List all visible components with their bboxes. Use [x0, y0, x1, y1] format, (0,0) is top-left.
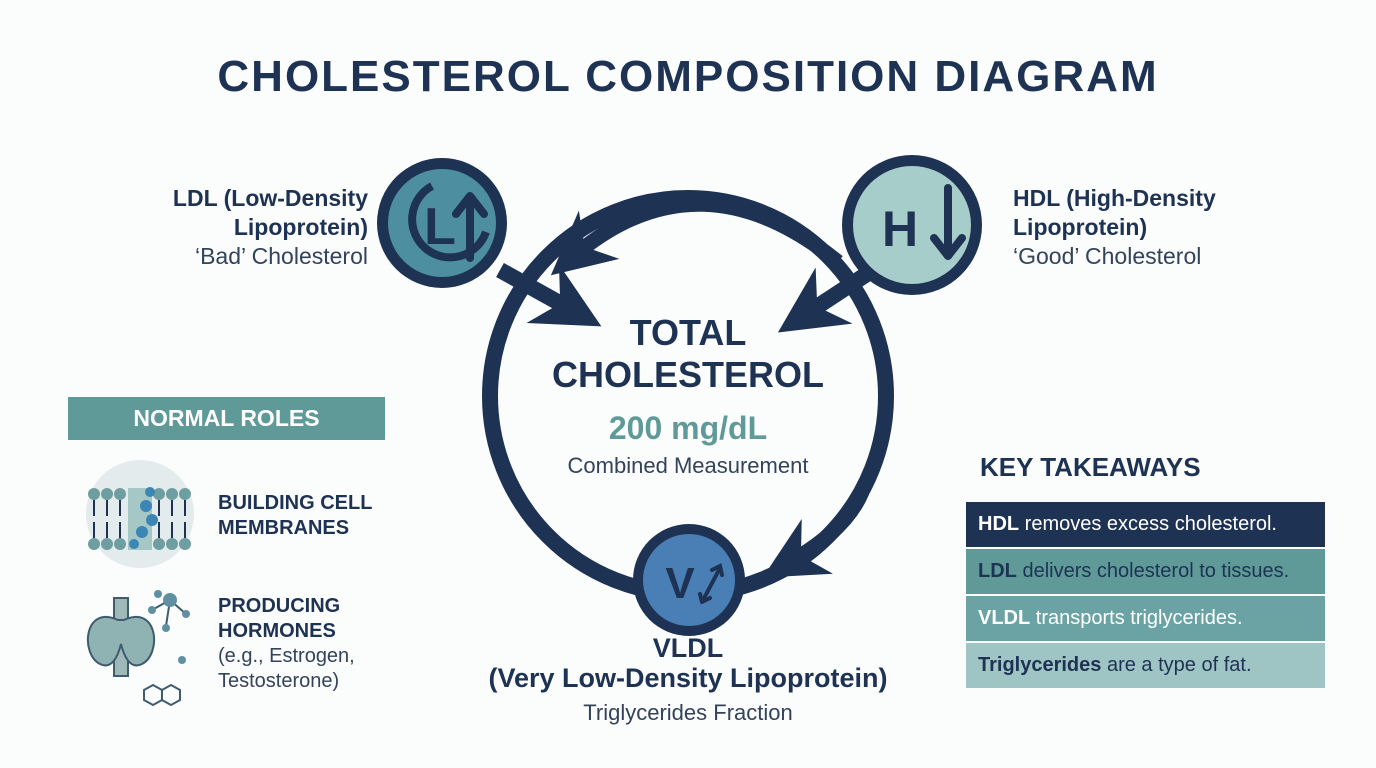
takeaway-text: removes excess cholesterol.	[1019, 513, 1277, 535]
role1-line1: BUILDING CELL	[218, 492, 373, 514]
vldl-name-line1: VLDL	[652, 633, 724, 663]
takeaway-text: are a type of fat.	[1101, 654, 1252, 676]
total-subtitle: Combined Measurement	[567, 453, 809, 478]
role1-line2: MEMBRANES	[218, 517, 350, 539]
arrow-to-vldl	[762, 488, 869, 578]
page-title: CHOLESTEROL COMPOSITION DIAGRAM	[217, 52, 1159, 101]
role2-detail2: Testosterone)	[218, 670, 340, 692]
hormone-gland-icon	[86, 590, 190, 707]
vldl-letter: V	[665, 559, 695, 608]
takeaway-row: LDL delivers cholesterol to tissues.	[966, 549, 1325, 594]
arrow-down-icon	[930, 184, 966, 260]
total-line2: CHOLESTEROL	[551, 354, 824, 395]
normal-roles-header: NORMAL ROLES	[68, 397, 385, 440]
takeaway-row: VLDL transports triglycerides.	[966, 596, 1325, 641]
ldl-letter: L	[424, 198, 456, 256]
total-cholesterol-label: TOTAL CHOLESTEROL 200 mg/dL Combined Mea…	[488, 312, 888, 479]
takeaway-row: HDL removes excess cholesterol.	[966, 502, 1325, 547]
vldl-label: VLDL (Very Low-Density Lipoprotein) Trig…	[430, 634, 946, 726]
ldl-name-line1: LDL (Low-Density	[172, 185, 368, 211]
vldl-role: Triglycerides Fraction	[583, 700, 793, 725]
role2-line1: PRODUCING	[218, 595, 341, 617]
key-takeaways-title: KEY TAKEAWAYS	[980, 452, 1201, 482]
role2-line2: HORMONES	[218, 620, 336, 642]
vldl-node: V	[633, 524, 745, 636]
arrow-up-icon	[452, 192, 488, 262]
role-item-cell-membranes: BUILDING CELL MEMBRANES	[218, 491, 372, 541]
hdl-node: H	[842, 155, 982, 295]
role2-detail1: (e.g., Estrogen,	[218, 645, 355, 667]
ldl-name-line2: Lipoprotein)	[233, 214, 368, 240]
ldl-node: L	[377, 158, 507, 288]
takeaway-term: VLDL	[978, 607, 1031, 629]
cell-membrane-icon	[86, 460, 194, 568]
arrow-ldl-to-center	[496, 263, 602, 327]
role-item-hormones: PRODUCING HORMONES (e.g., Estrogen, Test…	[218, 594, 355, 694]
ldl-role: ‘Bad’ Cholesterol	[194, 243, 368, 269]
takeaway-term: LDL	[978, 560, 1017, 582]
vldl-name-line2: (Very Low-Density Lipoprotein)	[488, 663, 888, 693]
takeaway-text: transports triglycerides.	[1030, 607, 1243, 629]
hdl-label: HDL (High-Density Lipoprotein) ‘Good’ Ch…	[1013, 184, 1313, 271]
hdl-role: ‘Good’ Cholesterol	[1013, 243, 1202, 269]
double-arrow-icon	[698, 563, 724, 604]
key-takeaways-list: HDL removes excess cholesterol. LDL deli…	[966, 502, 1325, 690]
total-value: 200 mg/dL	[608, 410, 768, 446]
takeaway-row: Triglycerides are a type of fat.	[966, 643, 1325, 688]
takeaway-term: HDL	[978, 513, 1020, 535]
hdl-name-line2: Lipoprotein)	[1013, 214, 1148, 240]
ldl-label: LDL (Low-Density Lipoprotein) ‘Bad’ Chol…	[130, 184, 368, 271]
arrow-hdl-to-ldl	[550, 196, 843, 276]
takeaway-text: delivers cholesterol to tissues.	[1016, 560, 1290, 582]
total-line1: TOTAL	[629, 312, 747, 353]
hdl-letter: H	[882, 201, 918, 257]
takeaway-term: Triglycerides	[978, 654, 1102, 676]
hdl-name-line1: HDL (High-Density	[1013, 185, 1216, 211]
